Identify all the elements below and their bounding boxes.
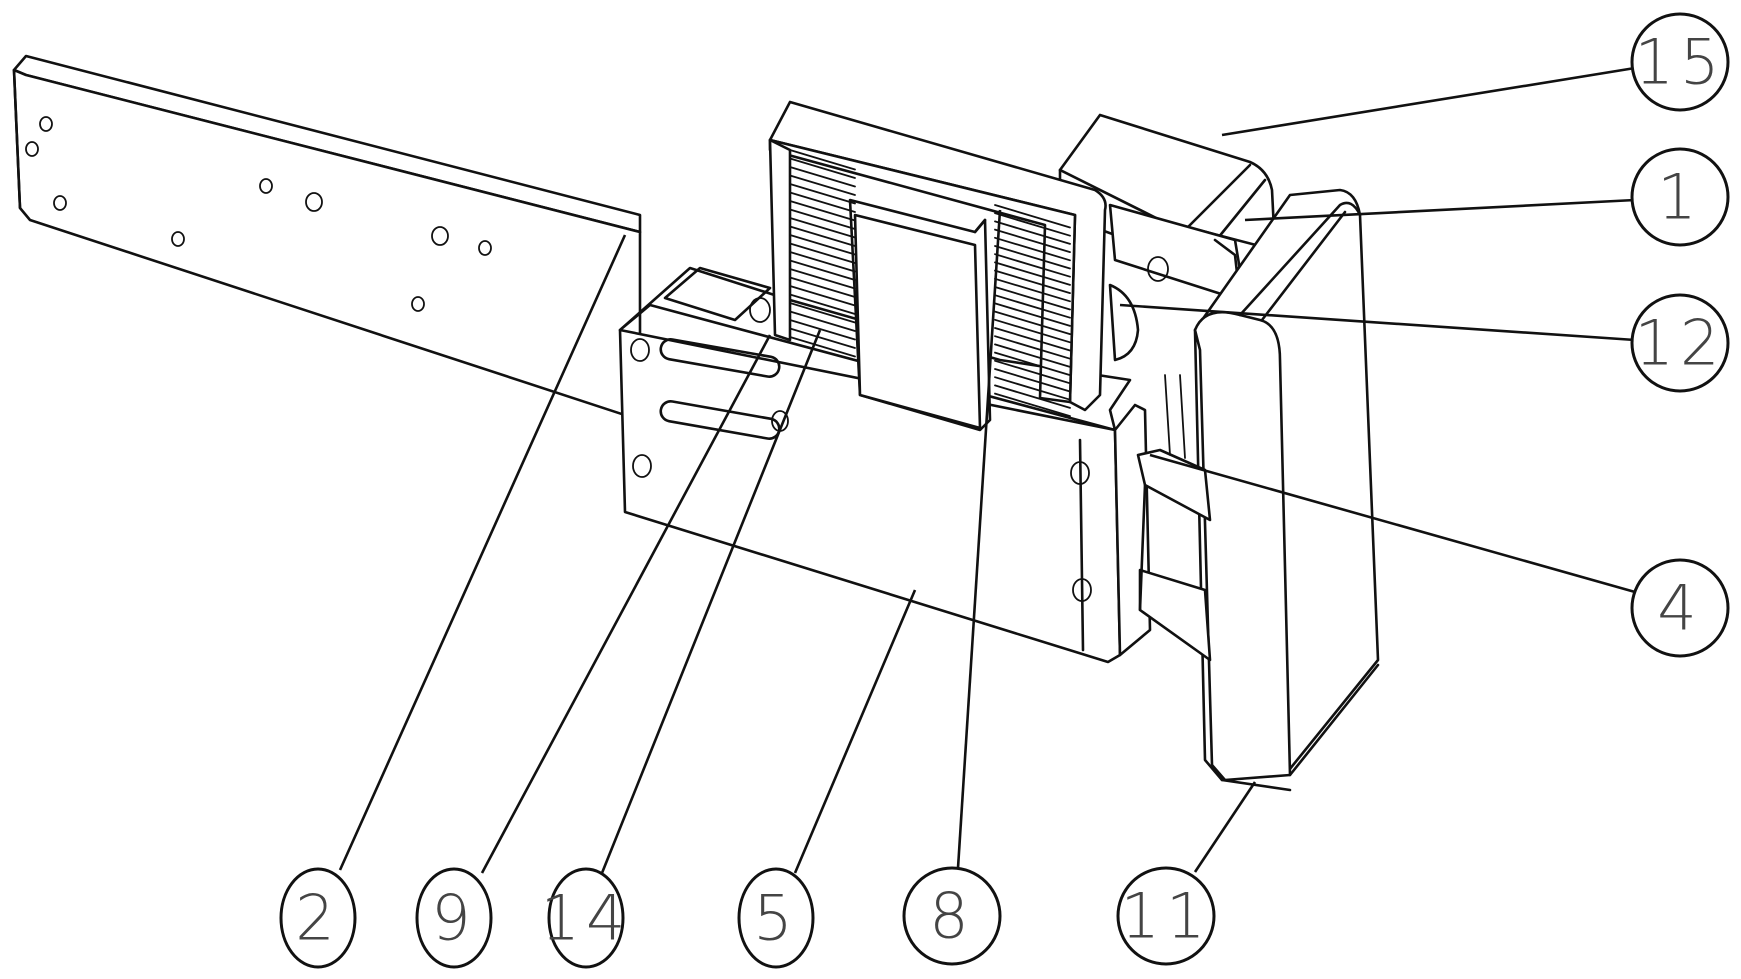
right-comb	[994, 204, 1071, 418]
comb-tooth-line	[994, 318, 1071, 344]
left-comb	[789, 149, 856, 358]
comb-tooth-line	[789, 166, 856, 188]
callout-8-label: 8	[929, 880, 974, 953]
comb-tooth-line	[789, 234, 856, 256]
leader-1	[1244, 198, 1636, 222]
comb-tooth-line	[994, 236, 1071, 262]
comb-tooth-line	[789, 319, 856, 341]
callout-4: 4	[1630, 558, 1730, 658]
comb-tooth-line	[789, 276, 856, 298]
leader-9	[480, 334, 772, 874]
comb-tooth-line	[789, 149, 856, 171]
comb-tooth-line	[789, 327, 856, 349]
callout-8: 8	[902, 866, 1002, 966]
comb-tooth-line	[789, 157, 856, 179]
comb-tooth-line	[994, 204, 1071, 229]
leader-14	[600, 329, 822, 874]
comb-tooth-line	[994, 392, 1071, 418]
mounting-plate	[12, 54, 642, 422]
callout-12-label: 12	[1635, 307, 1726, 380]
comb-tooth-line	[994, 302, 1071, 327]
callout-11: 11	[1116, 866, 1216, 966]
callout-5: 5	[737, 867, 815, 969]
plate-holes	[25, 116, 492, 312]
comb-tooth-line	[994, 261, 1071, 286]
comb-tooth-line	[789, 251, 856, 273]
comb-tooth-line	[789, 302, 856, 324]
comb-tooth-line	[994, 269, 1071, 295]
comb-tooth-line	[994, 310, 1071, 336]
comb-tooth-line	[789, 217, 856, 239]
comb-tooth-line	[994, 335, 1071, 360]
callout-2: 2	[279, 867, 357, 969]
leader-8	[956, 209, 1002, 869]
comb-tooth-line	[994, 327, 1071, 352]
callout-9: 9	[415, 867, 493, 969]
comb-tooth-line	[789, 242, 856, 264]
comb-tooth-line	[994, 343, 1071, 368]
comb-tooth-line	[994, 294, 1071, 319]
leader-4	[1149, 453, 1636, 594]
comb-tooth-line	[789, 191, 856, 213]
comb-tooth-line	[994, 286, 1071, 311]
leader-15	[1221, 66, 1636, 137]
leader-lines	[338, 66, 1636, 874]
callout-1: 1	[1630, 147, 1730, 247]
comb-tooth-line	[994, 376, 1071, 401]
comb-tooth-line	[994, 368, 1071, 393]
comb-tooth-line	[994, 351, 1071, 377]
callout-15: 15	[1630, 12, 1730, 112]
comb-tooth-line	[789, 183, 856, 205]
leader-11	[1193, 781, 1257, 873]
comb-tooth-line	[789, 174, 856, 196]
comb-tooth-line	[994, 212, 1071, 237]
callout-15-label: 15	[1635, 26, 1726, 99]
comb-tooth-line	[789, 259, 856, 281]
comb-tooth-line	[994, 384, 1071, 409]
comb-tooth-line	[994, 359, 1071, 385]
callout-11-label: 11	[1121, 880, 1212, 953]
leader-2	[338, 234, 627, 871]
callout-5-label: 5	[753, 882, 798, 955]
callout-2-label: 2	[295, 882, 340, 955]
callout-1-label: 1	[1657, 161, 1702, 234]
comb-tooth-line	[994, 228, 1071, 254]
cover	[1193, 188, 1380, 792]
comb-tooth-line	[789, 268, 856, 290]
comb-tooth-line	[789, 200, 856, 222]
leader-5	[793, 589, 917, 874]
coupling	[1108, 283, 1140, 362]
comb-tooth-line	[789, 336, 856, 358]
comb-tooth-line	[789, 208, 856, 230]
comb-tooth-line	[789, 293, 856, 315]
comb-tooth-line	[994, 277, 1071, 303]
callout-14-label: 14	[541, 882, 632, 955]
leader-12	[1119, 303, 1636, 342]
comb-tooth-line	[994, 220, 1071, 245]
comb-tooth-line	[994, 245, 1071, 270]
comb-tooth-line	[994, 253, 1071, 278]
callout-14: 14	[541, 867, 632, 969]
comb-tooth-line	[789, 285, 856, 307]
comb-tooth-line	[789, 310, 856, 332]
callout-4-label: 4	[1657, 572, 1702, 645]
callout-12: 12	[1630, 293, 1730, 393]
comb-tooth-line	[789, 225, 856, 247]
callout-9-label: 9	[431, 882, 476, 955]
